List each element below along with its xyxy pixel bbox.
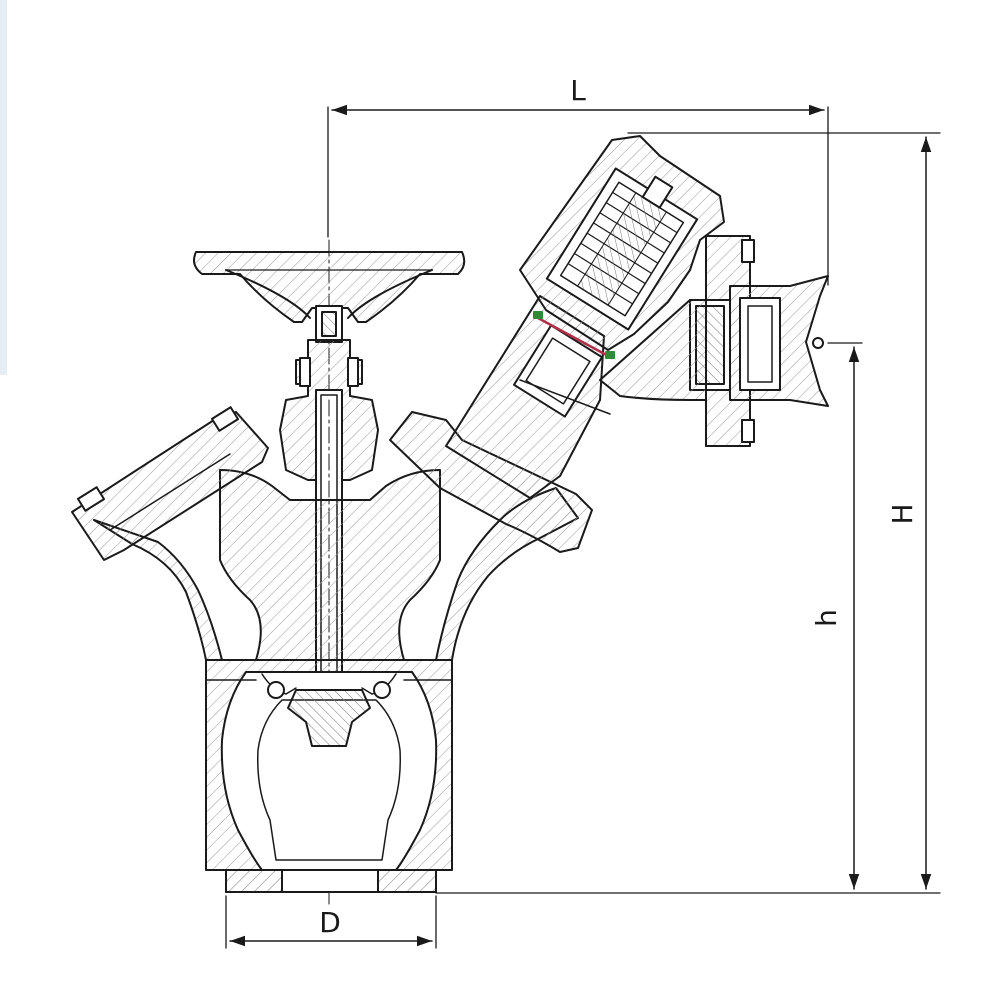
outlet-flange [599,235,829,447]
handwheel [193,251,466,343]
dimension-D [225,895,437,949]
dimension-h-label: h [810,609,843,627]
left-branch-flange [71,406,269,561]
valve-body [93,469,579,893]
left-edge-strip [0,0,7,375]
dimension-H-label: H [886,503,919,524]
right-branch [389,295,615,553]
dimension-D-label: D [319,906,341,939]
dimension-H [627,132,941,890]
cartridge-housing [519,135,725,351]
dimension-L-label: L [570,74,586,107]
dimension-L [327,104,829,286]
dimension-h [435,342,941,894]
